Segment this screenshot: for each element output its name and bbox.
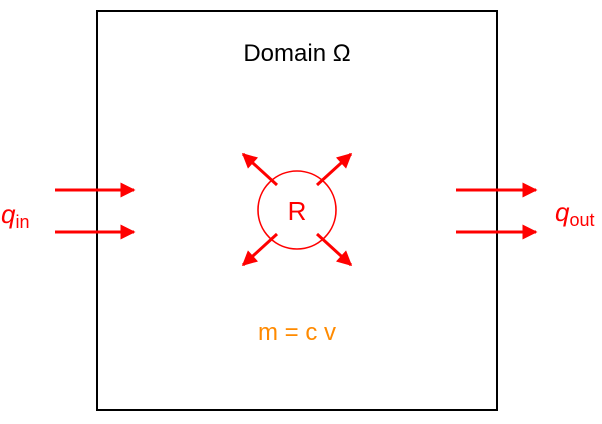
inflow-label-sub: in <box>15 212 29 232</box>
radial-arrow-sw <box>241 232 279 267</box>
radial-arrow-se <box>315 232 353 267</box>
outflow-label: qout <box>555 197 595 230</box>
source-label: R <box>288 196 307 226</box>
domain-title: Domain Ω <box>243 40 350 67</box>
outflow-label-sub: out <box>569 210 594 230</box>
relation-text: m = c v <box>258 319 336 346</box>
inflow-label: qin <box>1 199 29 232</box>
source-circle <box>257 170 337 250</box>
inflow-label-main: q <box>1 199 16 229</box>
radial-arrow-nw <box>241 152 279 187</box>
domain-boundary <box>96 10 498 411</box>
outflow-label-main: q <box>555 197 570 227</box>
radial-arrow-ne <box>315 152 353 187</box>
